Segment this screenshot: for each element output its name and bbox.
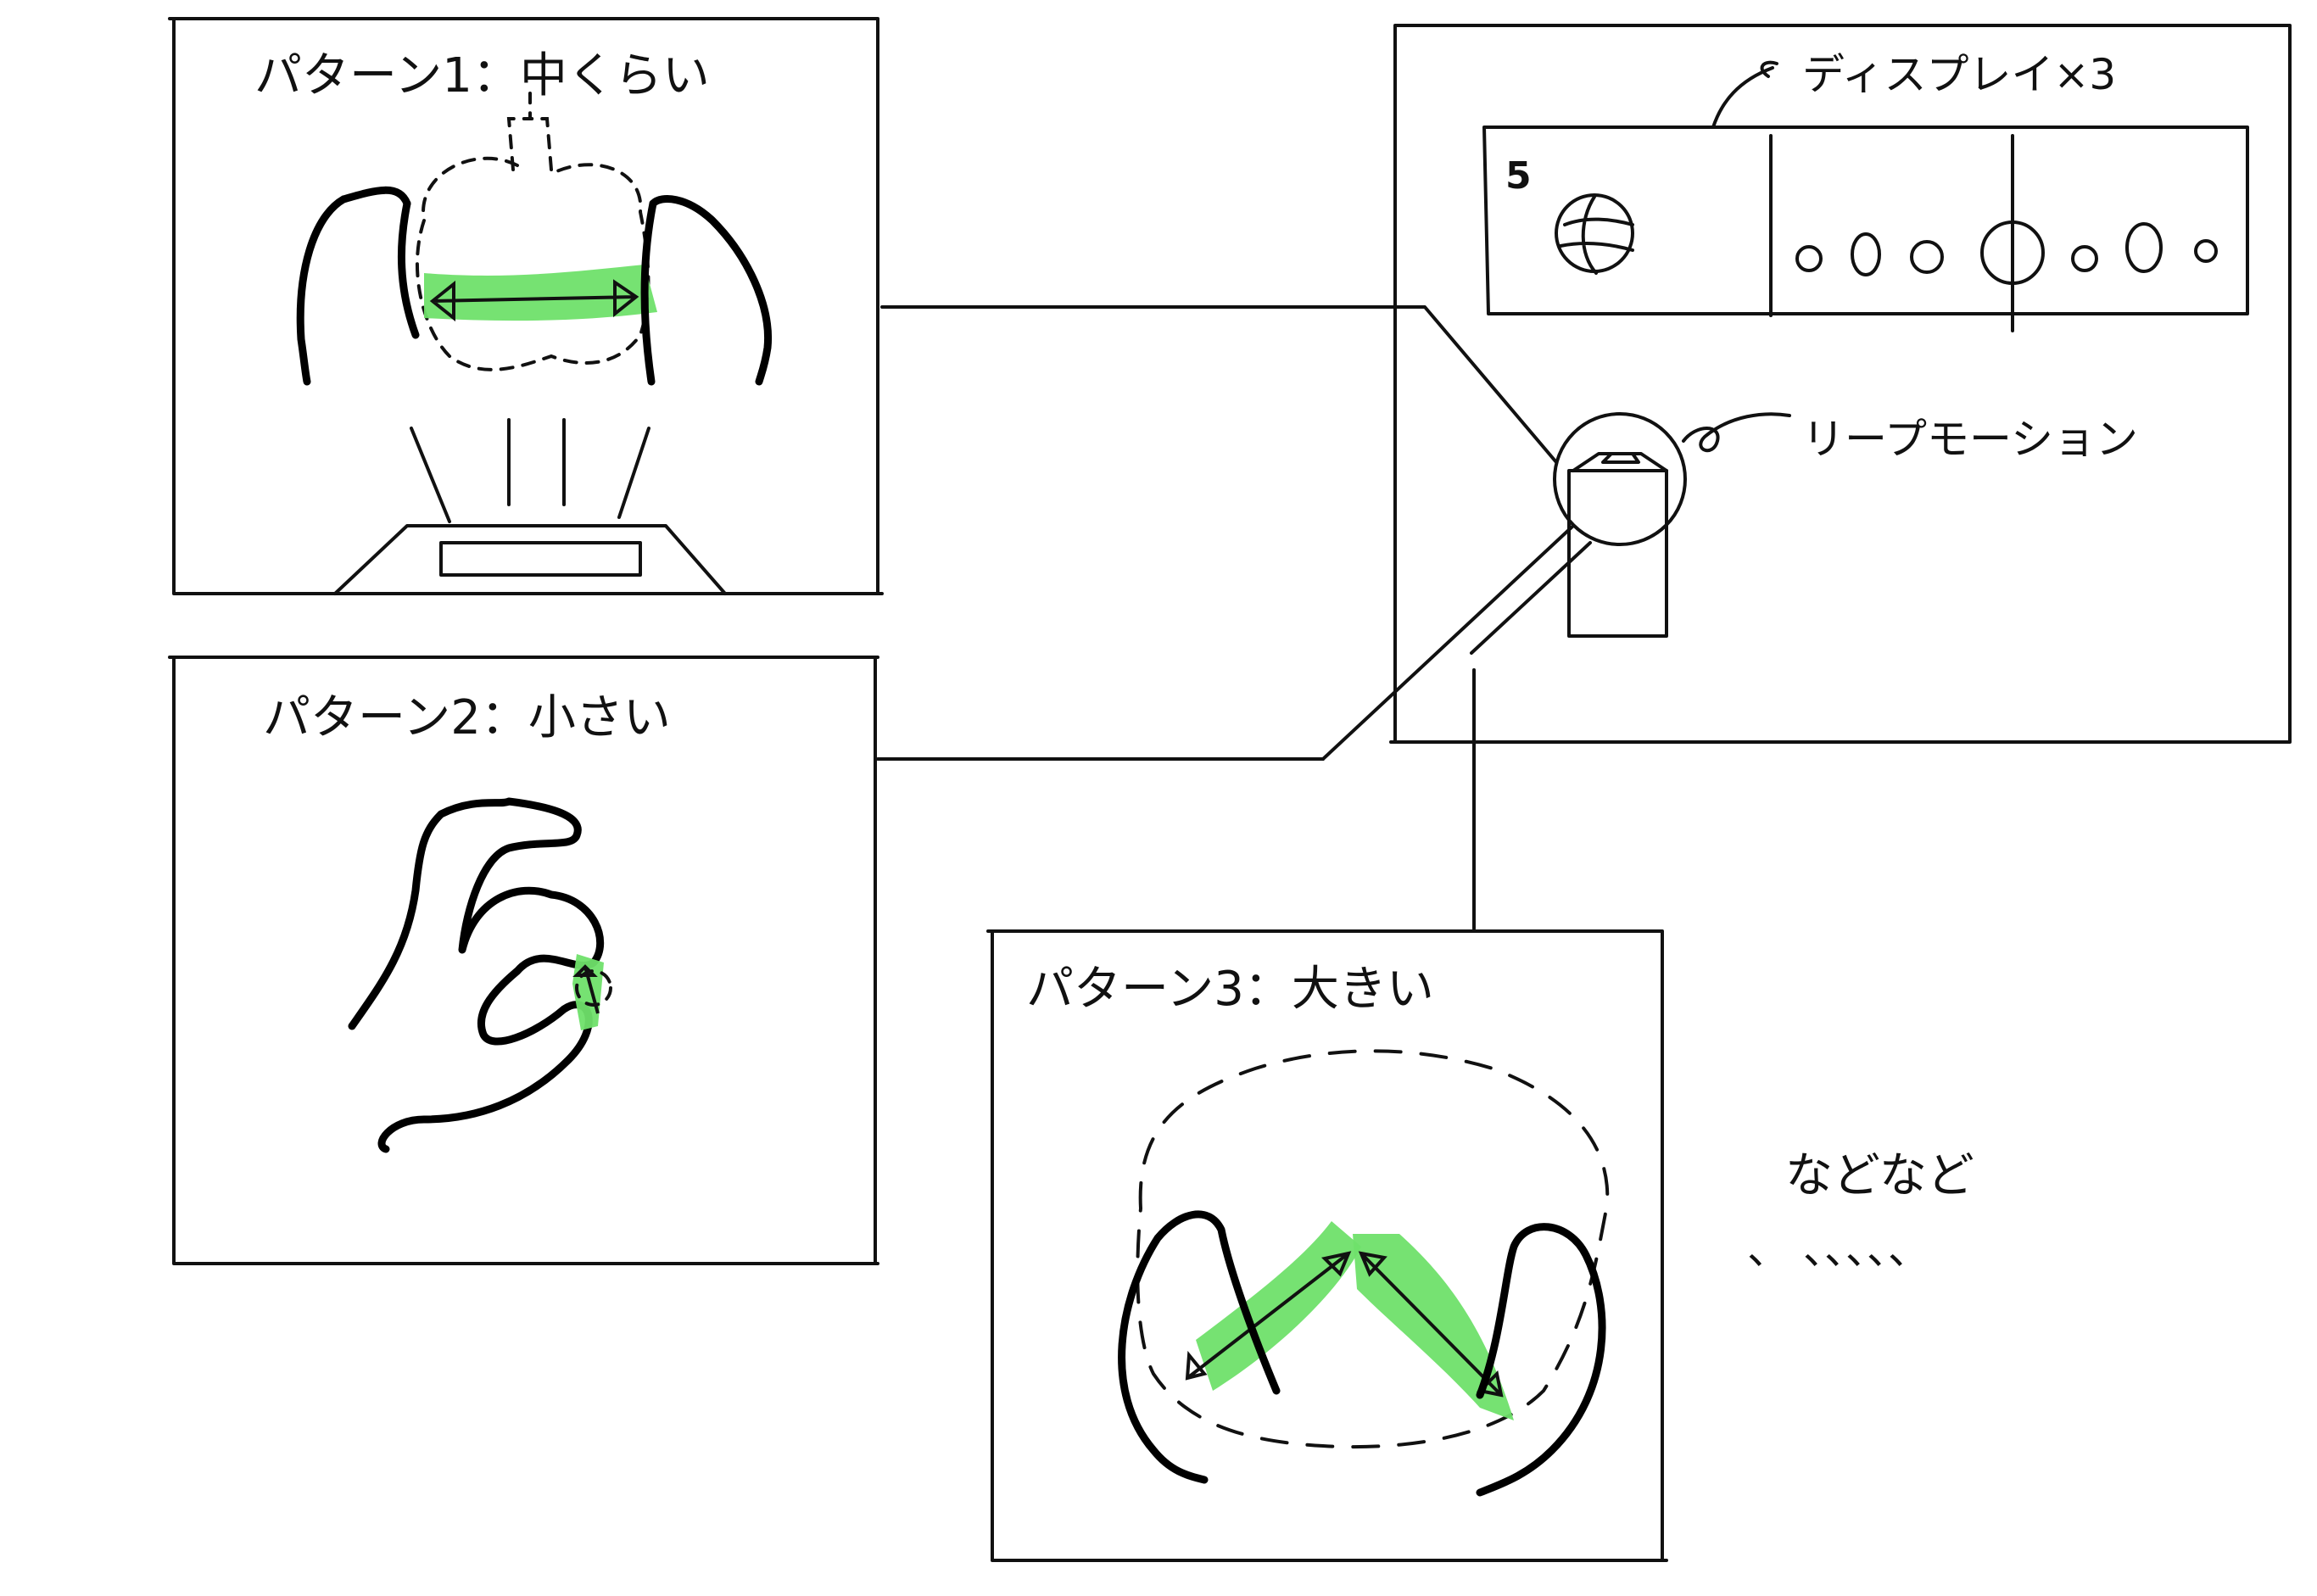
leap-device-1 xyxy=(333,524,727,595)
etc-dots: 、 、、、、、 xyxy=(1747,1225,1930,1274)
leap-stand xyxy=(1567,469,1668,638)
measure-arrow-3a xyxy=(1185,1251,1352,1381)
leap-label: リープモーション xyxy=(1802,415,2138,464)
leap-zoom-circle xyxy=(1553,412,1687,546)
pinching-hand-2 xyxy=(348,797,605,1153)
left-hand-3 xyxy=(1118,1210,1281,1484)
setup-rays xyxy=(1321,524,1592,761)
setup-frame xyxy=(1389,24,2292,744)
panel-3-title: パターン3：大きい xyxy=(1026,962,1434,1017)
leap-sensor xyxy=(1601,452,1640,464)
measure-arrow-1 xyxy=(429,279,639,322)
right-hand-1 xyxy=(649,195,773,386)
panel-setup: 5 ディスプレイ×3 リープモーション xyxy=(1321,24,2292,761)
connector-panel-1 xyxy=(880,305,1558,464)
highlight-bar-1 xyxy=(424,265,657,321)
right-hand-3 xyxy=(1476,1223,1606,1497)
display-dividers xyxy=(1769,134,2014,332)
panel-2-frame xyxy=(168,656,879,1265)
sensor-rays-1 xyxy=(410,418,650,523)
screen-number: 5 xyxy=(1505,154,1532,198)
panel-3-frame xyxy=(986,929,1668,1562)
display-row xyxy=(1482,126,2249,315)
left-hand-1 xyxy=(296,186,411,386)
display-leader xyxy=(1711,60,1778,129)
globe-doodle xyxy=(1555,193,1634,273)
panel-1-frame xyxy=(168,17,884,595)
panel-pattern-1: パターン1：中くらい xyxy=(168,17,884,595)
etc-text: などなど xyxy=(1785,1148,1974,1203)
panel-pattern-2: パターン2：小さい xyxy=(168,656,879,1265)
panel-2-title: パターン2：小さい xyxy=(263,690,671,745)
leap-leader xyxy=(1682,412,1791,453)
connectors xyxy=(876,305,1558,930)
panel-pattern-3: パターン3：大きい xyxy=(986,929,1668,1562)
measure-arrow-2 xyxy=(572,964,600,1014)
display-label: ディスプレイ×3 xyxy=(1802,50,2116,99)
display-dots xyxy=(1795,220,2218,285)
panel-1-title: パターン1：中くらい xyxy=(254,48,710,103)
